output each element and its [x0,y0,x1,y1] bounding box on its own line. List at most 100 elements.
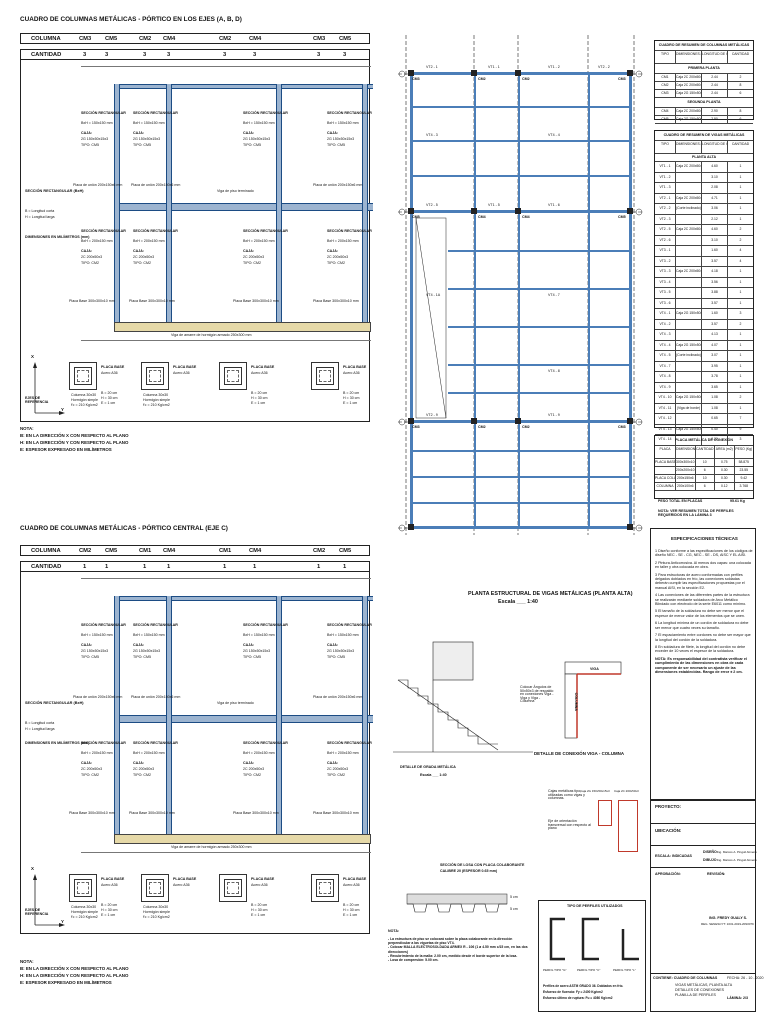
title-block: PROYECTO: UBICACIÓN: ESCALA: INDICADAS D… [650,800,764,1012]
table-cell: 3.10 [702,172,728,182]
table-cell: 3 [739,437,742,441]
table-cell: VT4 - 11 [655,403,676,413]
h-dim: H = 30 cm [251,908,268,912]
b-dim: B = 20 cm [343,391,360,395]
frame1-qty: 3 [223,52,227,58]
table-cell [676,435,702,445]
specs-title: ESPECIFICACIONES TÉCNICAS [671,536,738,541]
frame2-qty: 1 [253,564,257,570]
table-cell: VT2 - 3 [655,214,676,224]
table-cell [676,414,702,424]
table-cell: 7 [739,416,742,420]
spec-item: 7 El espaciamiento entre cordones no deb… [655,633,751,642]
beam-plan-drawing [398,35,643,535]
placa-title: PLACA BASE [173,877,197,881]
section-legend-b: B = Longitud corta [25,209,55,213]
caja-value: 2G 150x50x15x3 [327,649,355,653]
losa-e1: 5 cm [510,895,518,899]
notes2-title: NOTA: [20,959,34,964]
tipo-value: TIPO: CM2 [81,261,99,265]
table-cell: VT3 - 4 [655,277,676,287]
bxh-label: BxH = 150x150 mm [81,121,113,125]
grada-title: DETALLE DE GRADA METÁLICA [400,765,456,769]
section-label: SECCIÓN RECTANGULAR [133,741,178,745]
plan-cm-label: CM3 [618,425,626,429]
table-cell: 2 [739,321,742,326]
ubicacion-label: UBICACIÓN: [655,828,682,833]
diseno-value: Ing. Marcos A. Pinguil Almeno [717,850,757,854]
proyecto-label: PROYECTO: [655,804,682,809]
dibujo-value: Ing. Marcos A. Pinguil Almeno [717,858,757,862]
notes1-e: E: ESPESOR EXPRESADO EN MILÍMETROS [20,447,112,452]
h-dim: H = 30 cm [101,908,118,912]
table-cell: 3.56 [702,277,728,287]
axis-x-label: X [31,354,34,359]
bxh-label: BxH = 200x150 mm [81,751,113,755]
spec-item: 4 Las conexiones de las diferentes parte… [655,593,750,607]
section-label: SECCIÓN RECTANGULAR [133,623,178,627]
table-cell [676,382,702,392]
notes2-h: H: EN LA DIRECCIÓN Y CON RESPECTO AL PLA… [20,973,129,978]
viga-piso-label: Viga de piso terminado [217,189,254,193]
table-cell: 1.08 [702,403,728,413]
tipo-value: TIPO: CM5 [81,655,99,659]
placa-union-label: Placa de unión 200x150x6 mm [313,695,363,699]
frame2-col-b: CM5 [339,548,352,554]
th: TIPO [655,141,676,153]
table-cell: 3.78 [702,372,728,382]
table-cell: 4 [739,258,742,263]
plan-beam-label: VT2 - 9 [426,413,438,417]
caja-label: CAJA: [133,761,144,765]
table-cell: VT2 - 2 [655,204,676,214]
base-plate-detail [219,362,247,390]
table-cell: 1 [739,384,742,389]
e-dim: E = 1 cm [101,401,116,405]
fc-label: f'c = 210 Kg/cm2 [143,915,170,919]
aprobacion-label: APROBACIÓN: [655,872,681,876]
losa-notes-title: NOTA: [388,929,400,933]
caja-label: CAJA: [133,131,144,135]
perfil-note2: Esfuerzo de fluencia: Fy = 2400 Kg/cm2 [543,990,603,994]
bxh-label: BxH = 200x150 mm [327,751,359,755]
tipo-value: TIPO: CM5 [243,143,261,147]
placa-base-label: Placa Base 300x300x10 mm [129,811,175,815]
table-cell [676,319,702,329]
table-cell: VT2 - 5 [655,225,676,235]
plates-total-label: PESO TOTAL EN PLACAS [658,499,703,503]
table-cell: 3.57 [702,256,728,266]
table-cell: VT4 - 3 [655,330,676,340]
fc-label: f'c = 210 Kg/cm2 [71,915,98,919]
placa-sub: Acero A36 [173,371,190,375]
frame1-header-row2: CANTIDAD 3 3 3 3 3 3 3 3 [20,49,370,60]
grada-scale: Escala ___ 1:40 [420,773,447,777]
contiene-label: CONTIENE: CUADRO DE COLUMNAS [653,976,718,980]
hormigon-label: Hormigón simple [71,398,98,402]
table-cell: 1 [739,269,742,273]
lamina-value: 2/3 [743,996,748,1000]
section-label: SECCIÓN RECTANGULAR [327,623,372,627]
beams-summary-table: CUADRO DE RESUMEN DE VIGAS METÁLICAS TIP… [654,130,754,446]
diseno-label: DISEÑO: [703,850,718,854]
plan-beam-label: VT4 - 8 [548,369,560,373]
table-cell: 9 [739,426,742,431]
caja-label: CAJA: [243,643,254,647]
caja-value: 2G 150x50x15x3 [81,649,109,653]
th: DIMENSIONES (mm) [676,141,702,153]
table-cell [676,298,702,308]
table-cell: 1 [739,216,742,221]
eje-note: Eje de orientación transversal con respe… [548,819,591,831]
plates-note: NOTA: VER RESUMEN TOTAL DE PERFILES REQU… [658,509,734,517]
notes1-title: NOTA: [20,426,34,431]
base-plate-detail [311,362,339,390]
caja-label: CAJA: [81,643,92,647]
placa-title: PLACA BASE [101,365,125,369]
notes1-h: H: EN LA DIRECCIÓN Y CON RESPECTO AL PLA… [20,440,129,445]
frame1-qty: 3 [343,52,347,58]
